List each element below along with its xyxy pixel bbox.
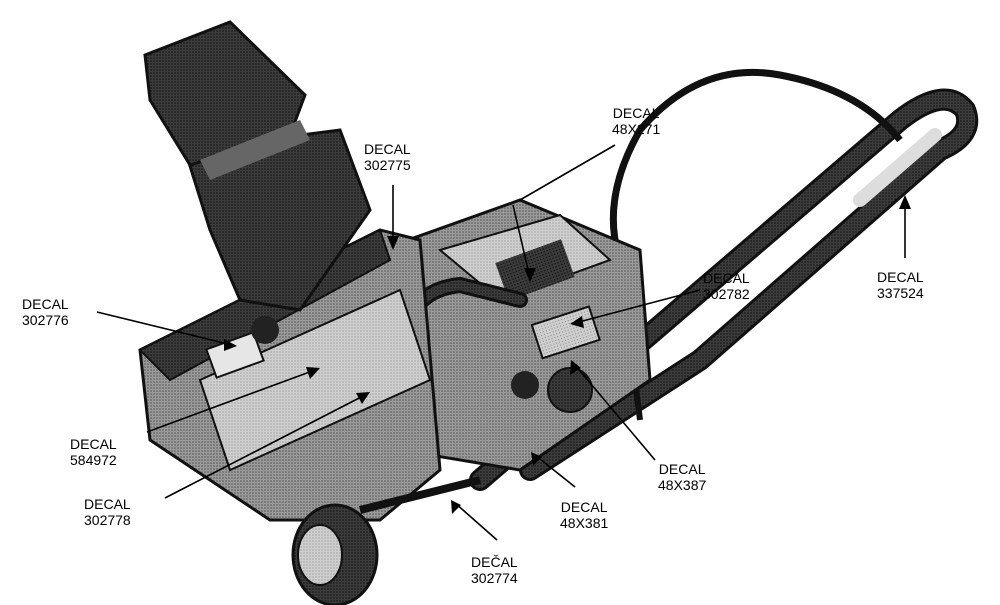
arrow-584972 [146,369,316,433]
callout-word: DECAL [22,296,69,312]
callout-word: DECAL [703,270,750,286]
engine-housing [378,198,652,472]
callout-number: 302775 [364,157,411,173]
wheel [291,503,379,605]
callout-number: 48X381 [560,515,609,531]
arrow-302776 [96,311,233,346]
arrow-302774 [454,502,498,541]
callout-302782: DECAL 302782 [703,270,750,302]
callout-word: DECAL [560,499,608,515]
arrow-48x387 [574,364,656,461]
arrow-48x381 [534,454,576,488]
callout-number: 302774 [471,570,518,586]
callout-302776: DECAL 302776 [22,296,69,328]
callout-word: DECAL [658,461,706,477]
arrow-48x271 [512,204,531,279]
arrow-302778 [164,394,366,499]
callout-number: 337524 [877,285,924,301]
callout-48x271: DECAL 48X271 [612,105,660,137]
callout-584972: DECAL 584972 [70,436,117,468]
leader-lines [96,144,906,541]
callout-302778: DECAL 302778 [84,496,131,528]
housing-decal [205,331,265,379]
callout-number: 584972 [70,452,117,468]
callout-number: 48X271 [612,121,661,137]
callout-number: 48X387 [658,477,707,493]
callout-302774: DEČAL 302774 [471,554,518,586]
callout-word: DECAL [70,436,117,452]
callout-number: 302776 [22,312,69,328]
callout-number: 302782 [703,286,750,302]
callout-word: DECAL [364,141,411,157]
callout-302775: DECAL 302775 [364,141,411,173]
leader-48x271 [519,144,616,201]
discharge-chute [143,20,372,312]
arrow-302782 [574,289,701,324]
handle-grip-decal [853,128,942,207]
callout-337524: DECAL 337524 [877,269,924,301]
callout-number: 302778 [84,512,131,528]
callout-word: DEČAL [471,554,518,570]
callout-word: DECAL [877,269,924,285]
callout-word: DECAL [84,496,131,512]
arrowheads [224,195,911,514]
callout-48x381: DECAL 48X381 [560,499,608,531]
callout-48x387: DECAL 48X387 [658,461,706,493]
callout-word: DECAL [612,105,660,121]
